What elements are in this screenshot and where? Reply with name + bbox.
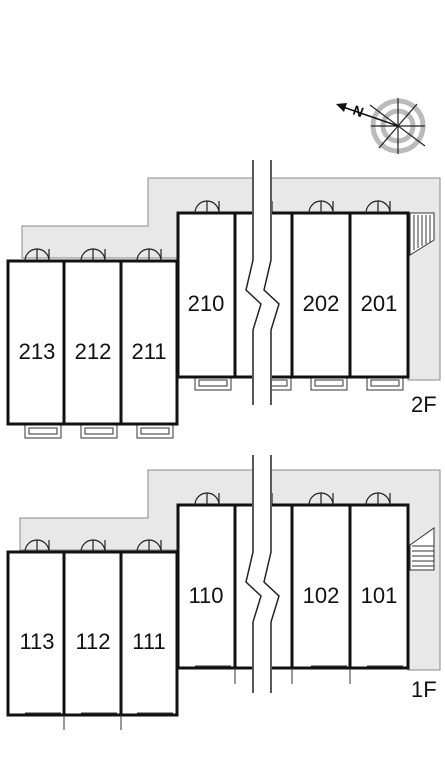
room-112-label: 112: [75, 629, 110, 654]
floor-2f: 213 212 211 210 202 201 2F: [6, 160, 441, 439]
room-213-label: 213: [19, 339, 56, 364]
room-201-label: 201: [361, 291, 398, 316]
north-label: N: [351, 102, 366, 120]
compass-icon: N: [336, 98, 426, 154]
room-111-label: 111: [132, 629, 165, 654]
stair-icon: [409, 527, 435, 571]
room-212-label: 212: [75, 339, 112, 364]
room-102-label: 102: [303, 583, 340, 608]
room-101-label: 101: [361, 583, 398, 608]
room-202-label: 202: [303, 291, 340, 316]
room-211-label: 211: [131, 339, 166, 364]
room-110-label: 110: [188, 583, 223, 608]
floor-1f-label: 1F: [411, 677, 437, 702]
stair-icon: [409, 212, 435, 256]
floor-1f: 113 112 111 110 102 101 1F: [6, 455, 441, 730]
floor-2f-label: 2F: [411, 392, 437, 417]
room-210-label: 210: [188, 291, 225, 316]
room-113-label: 113: [19, 629, 54, 654]
